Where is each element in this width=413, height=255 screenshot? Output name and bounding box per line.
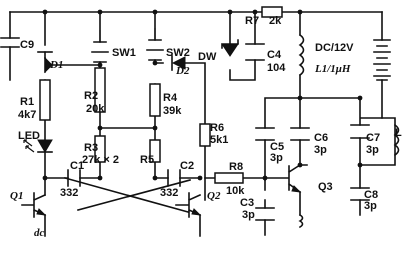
sw1-label: SW1 (112, 47, 136, 59)
sw1-switch-symbol (91, 30, 109, 63)
r8-value: 10k (226, 185, 245, 197)
r2-value: 20k (86, 103, 105, 115)
r7-resistor-symbol (261, 6, 283, 18)
q1-transistor-symbol (21, 192, 47, 218)
r1-resistor-symbol (39, 79, 51, 121)
sw2-label: SW2 (166, 47, 190, 59)
c8-value: 3p (364, 200, 377, 212)
r3-label: R3 (84, 142, 98, 154)
l1-inductor-symbol (298, 33, 305, 77)
c1-label: C1 (70, 160, 84, 172)
r4-value: 39k (163, 105, 182, 117)
r4-label: R4 (163, 92, 178, 104)
r8-resistor-symbol (214, 172, 244, 184)
q3-label: Q3 (318, 181, 333, 193)
led-label: LED (18, 130, 40, 142)
r1-value: 4k7 (18, 109, 36, 121)
junction-dots (42, 9, 363, 181)
q2-transistor-symbol (175, 192, 202, 218)
d1-label: D1 (49, 59, 63, 71)
r4-resistor-symbol (149, 83, 161, 117)
dc-supply-label: DC/12V (315, 42, 354, 54)
c4-label: C4 (267, 49, 282, 61)
c5-capacitor-symbol (255, 127, 275, 141)
c3-capacitor-symbol (255, 207, 275, 221)
ground-marks (298, 213, 304, 229)
q1-label: Q1 (10, 190, 23, 202)
led-symbol (23, 139, 53, 153)
c5-label: C5 (270, 141, 284, 153)
c1-capacitor-symbol (67, 169, 81, 187)
c7-value: 3p (366, 144, 379, 156)
c8-capacitor-symbol (350, 187, 370, 201)
c7-label: C7 (366, 132, 380, 144)
r7-value: 2k (269, 15, 282, 27)
sw2-switch-symbol (146, 28, 164, 61)
c3-value: 3p (242, 209, 255, 221)
dw-zener-symbol (221, 39, 239, 57)
c8-label: C8 (364, 189, 378, 201)
labels: C9 D1 SW1 SW2 R7 2k DW C4 104 DC/12V L1/… (10, 15, 402, 239)
r5-resistor-symbol (149, 139, 161, 163)
dc-battery-symbol (373, 39, 391, 81)
c2-label: C2 (180, 160, 194, 172)
r2-label: R2 (84, 90, 98, 102)
c6-label: C6 (314, 132, 328, 144)
q2-label: Q2 (207, 190, 221, 202)
c6-value: 3p (314, 144, 327, 156)
r6-resistor-symbol (199, 123, 211, 147)
c4-capacitor-symbol (245, 43, 265, 61)
q3-transistor-symbol (264, 163, 302, 194)
l1-label: L1/1μH (314, 63, 351, 75)
r8-label: R8 (229, 161, 243, 173)
r2-resistor-symbol (94, 67, 106, 113)
l-tank-inductor-symbol (393, 123, 400, 157)
corner-mark: dc (34, 227, 45, 239)
c4-value: 104 (267, 62, 286, 74)
c3-label: C3 (240, 197, 254, 209)
d2-diode-symbol (171, 55, 186, 71)
d2-label: D2 (175, 65, 190, 77)
c2-capacitor-symbol (167, 169, 181, 187)
dw-label: DW (198, 51, 217, 63)
c9-capacitor-symbol (0, 37, 20, 48)
r7-label: R7 (245, 15, 259, 27)
c7-capacitor-symbol (350, 124, 370, 139)
r3-value: 27k × 2 (82, 154, 119, 166)
r3-resistor-symbol (94, 135, 106, 163)
c6-capacitor-symbol (290, 127, 310, 141)
wires (9, 11, 396, 237)
c1-value: 332 (60, 187, 78, 199)
c2-value: 332 (160, 187, 178, 199)
r1-label: R1 (20, 96, 34, 108)
c5-value: 3p (270, 152, 283, 164)
l-label: L (395, 127, 402, 139)
r6-value: 5k1 (210, 134, 228, 146)
d1-diode-symbol (37, 51, 53, 74)
r5-label: R5 (140, 154, 154, 166)
c9-label: C9 (20, 39, 34, 51)
r6-label: R6 (210, 122, 224, 134)
